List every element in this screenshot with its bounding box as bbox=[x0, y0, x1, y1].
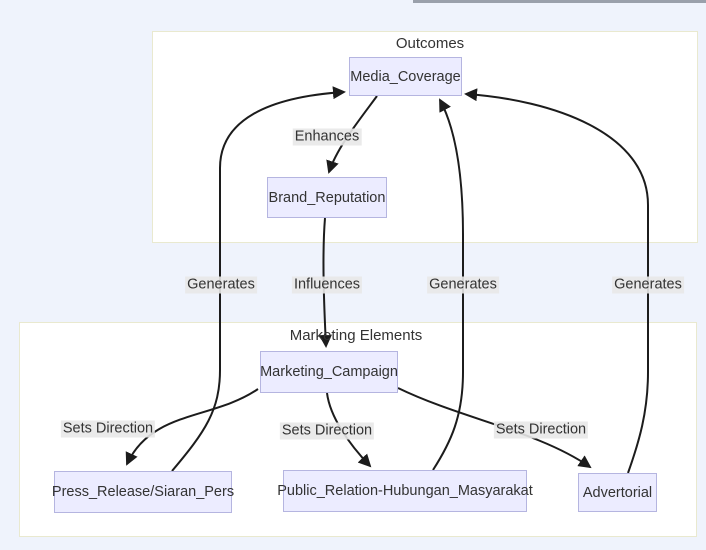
edge-label-sets-direction-press-release: Sets Direction bbox=[60, 420, 156, 438]
edge-public-relation-generates-media-coverage bbox=[432, 98, 464, 471]
node-press-release: Press_Release/Siaran_Pers bbox=[52, 471, 234, 513]
node-marketing-campaign: Marketing_Campaign bbox=[260, 351, 398, 393]
edge-label-sets-direction-advertorial: Sets Direction bbox=[493, 421, 589, 439]
edge-label-generates-advertorial: Generates bbox=[612, 276, 684, 294]
node-advertorial: Advertorial bbox=[578, 473, 657, 512]
edge-advertorial-generates-media-coverage bbox=[464, 88, 649, 474]
node-media-coverage: Media_Coverage bbox=[349, 57, 462, 96]
cluster-title-outcomes: Outcomes bbox=[395, 35, 465, 52]
edge-label-generates-public-relation: Generates bbox=[427, 276, 499, 294]
edge-label-influences: Influences bbox=[291, 276, 363, 294]
node-public-relation: Public_Relation-Hubungan_Masyarakat bbox=[277, 470, 533, 512]
node-brand-reputation: Brand_Reputation bbox=[267, 177, 387, 218]
edge-marketing-campaign-sets-direction-press-release bbox=[125, 388, 259, 466]
cluster-title-marketing-elements: Marketing Elements bbox=[289, 327, 423, 344]
top-divider-bar bbox=[413, 0, 706, 3]
edge-press-release-generates-media-coverage bbox=[171, 86, 346, 472]
edge-label-generates-press-release: Generates bbox=[185, 276, 257, 294]
edge-label-sets-direction-public-relation: Sets Direction bbox=[279, 422, 375, 440]
edge-label-enhances: Enhances bbox=[292, 128, 362, 146]
